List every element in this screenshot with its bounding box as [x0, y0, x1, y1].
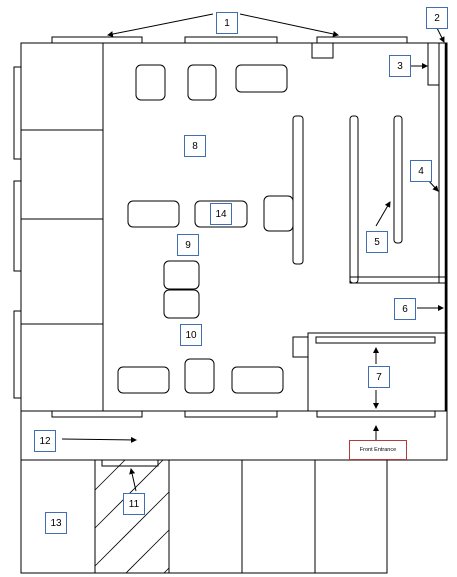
window-top-2: [184, 36, 278, 44]
right-small-box: [427, 42, 440, 86]
right-rack: [438, 42, 447, 284]
arrow-5: [375, 201, 391, 227]
label-6: 6: [394, 298, 416, 320]
unit-counter: [101, 459, 159, 467]
table: [117, 366, 170, 394]
label-12: 12: [34, 430, 56, 452]
window-bottom-1: [51, 410, 143, 418]
arrow-2: [436, 27, 445, 43]
table: [127, 200, 180, 228]
arrow-1-left: [107, 13, 214, 37]
window-left-1: [13, 66, 22, 160]
table: [184, 358, 215, 394]
label-13: 13: [45, 512, 67, 534]
window-left-2: [13, 180, 22, 272]
table: [263, 195, 294, 232]
label-4: 4: [410, 160, 432, 182]
shelf: [393, 115, 403, 244]
hatched-unit: [94, 459, 170, 574]
label-1: 1: [216, 12, 238, 34]
front-entrance-label: Front Entrance: [349, 440, 407, 460]
table: [231, 366, 284, 394]
table: [194, 200, 248, 228]
front-room-box: [292, 336, 309, 358]
window-bottom-3: [316, 410, 436, 418]
shelf: [349, 115, 359, 284]
label-5: 5: [366, 231, 388, 253]
bottom-units: [20, 459, 388, 574]
shelf: [292, 115, 304, 265]
shelf-bottom: [349, 276, 447, 284]
table: [163, 260, 200, 290]
label-11: 11: [123, 493, 145, 515]
top-small-box: [311, 42, 334, 59]
table: [235, 64, 288, 93]
window-left-3: [13, 310, 22, 399]
table: [187, 64, 217, 101]
table: [163, 289, 200, 319]
label-14: 14: [210, 203, 232, 225]
label-9: 9: [177, 234, 199, 256]
window-top-1: [51, 36, 143, 44]
label-2: 2: [426, 7, 448, 29]
label-10: 10: [180, 324, 202, 346]
arrow-12: [61, 436, 137, 443]
front-room-counter: [315, 336, 436, 344]
label-8: 8: [184, 135, 206, 157]
label-7: 7: [368, 366, 390, 388]
arrow-1-right: [239, 13, 339, 37]
arrow-11: [129, 468, 137, 492]
window-bottom-2: [184, 410, 278, 418]
table: [135, 64, 166, 101]
label-3: 3: [389, 55, 411, 77]
window-top-3: [316, 36, 408, 44]
